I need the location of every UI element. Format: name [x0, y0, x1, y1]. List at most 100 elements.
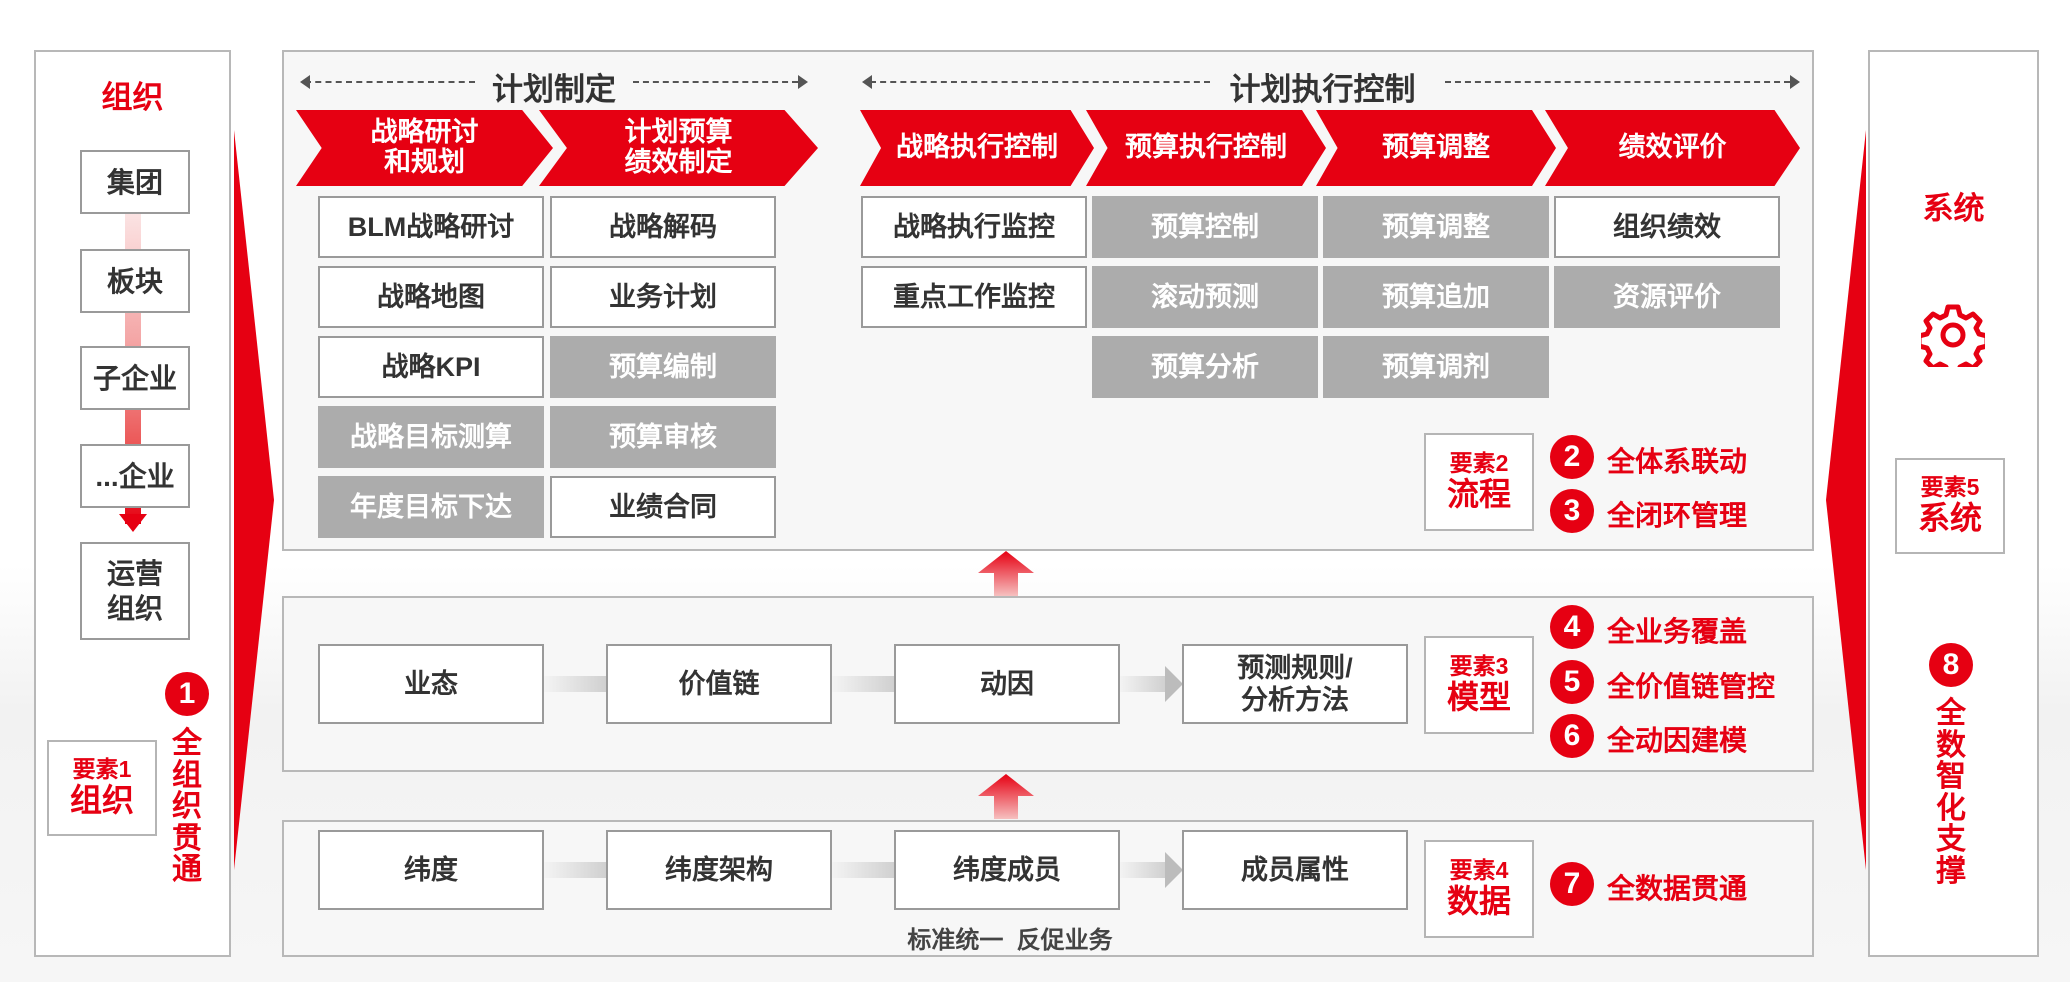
- stage-performance-evaluation-label: 绩效评价: [1618, 132, 1727, 163]
- data-connector-2: [832, 862, 896, 878]
- process-box-budget-analysis: 预算分析: [1092, 336, 1318, 398]
- element-3-label: 要素3: [1449, 652, 1509, 679]
- element-5-label: 要素5: [1920, 473, 1980, 500]
- data-connector-1: [544, 862, 608, 878]
- planning-arrowhead-left: [300, 75, 310, 89]
- system-title: 系统: [1922, 191, 1985, 226]
- org-level-segment: 板块: [80, 249, 190, 313]
- stage-strategy-research: 战略研讨 和规划: [296, 110, 553, 186]
- data-arrowhead-icon: [1165, 852, 1183, 888]
- process-box-org-performance: 组织绩效: [1554, 196, 1780, 258]
- stage-performance-evaluation: 绩效评价: [1545, 110, 1800, 186]
- feature-8-badge: 8: [1929, 643, 1973, 687]
- feature-1-text: 全组织贯通: [172, 727, 202, 886]
- planning-header: 计划制定: [492, 72, 616, 107]
- planning-arrowhead-right: [798, 75, 808, 89]
- feature-4-text: 全业务覆盖: [1607, 616, 1748, 647]
- element-4-label: 要素4: [1449, 856, 1509, 883]
- process-box-strategy-map: 战略地图: [318, 266, 544, 328]
- feature-6-text: 全动因建模: [1607, 725, 1748, 756]
- organization-title: 组织: [101, 80, 164, 115]
- data-connector-3: [1119, 862, 1167, 878]
- model-connector-3: [1119, 676, 1167, 692]
- element-5-name: 系统: [1917, 500, 1982, 537]
- data-box-dimension: 纬度: [318, 830, 544, 910]
- stage-plan-budget: 计划预算 绩效制定: [539, 110, 818, 186]
- up-arrow-icon: [978, 551, 1034, 596]
- stage-plan-budget-label: 计划预算 绩效制定: [624, 117, 733, 177]
- element-2-name: 流程: [1446, 476, 1511, 513]
- process-box-budget-control: 预算控制: [1092, 196, 1318, 258]
- feature-5-badge: 5: [1550, 660, 1594, 704]
- element-3-name: 模型: [1446, 679, 1511, 716]
- model-box-value-chain: 价值链: [606, 644, 832, 724]
- org-level-subsidiary: 子企业: [80, 346, 190, 410]
- planning-arrow-left: [305, 81, 475, 83]
- element-3-box: 要素3 模型: [1424, 636, 1534, 734]
- element-4-box: 要素4 数据: [1424, 840, 1534, 938]
- stage-budget-adjustment-label: 预算调整: [1382, 132, 1490, 163]
- feature-4-badge: 4: [1550, 605, 1594, 649]
- up-arrow-icon: [978, 774, 1034, 819]
- execution-arrowhead-right: [1790, 75, 1800, 89]
- process-box-budget-add: 预算追加: [1323, 266, 1549, 328]
- element-2-box: 要素2 流程: [1424, 433, 1534, 531]
- feature-6-badge: 6: [1550, 714, 1594, 758]
- planning-arrow-right: [633, 81, 798, 83]
- org-down-arrow-icon: [119, 514, 147, 532]
- gear-icon: [1921, 304, 1985, 367]
- process-box-annual-target: 年度目标下达: [318, 476, 544, 538]
- feature-2-text: 全体系联动: [1607, 446, 1748, 477]
- model-box-business-format: 业态: [318, 644, 544, 724]
- process-box-strategy-decode: 战略解码: [550, 196, 776, 258]
- process-box-budget-transfer: 预算调剂: [1323, 336, 1549, 398]
- execution-arrowhead-left: [862, 75, 872, 89]
- process-box-business-plan: 业务计划: [550, 266, 776, 328]
- model-arrowhead-icon: [1165, 666, 1183, 702]
- process-box-blm-strategy: BLM战略研讨: [318, 196, 544, 258]
- org-level-operating-unit-label: 运营 组织: [106, 558, 163, 624]
- execution-arrow-right: [1445, 81, 1790, 83]
- data-box-dimension-architecture: 纬度架构: [606, 830, 832, 910]
- feature-8-text: 全数智化支撑: [1936, 697, 1966, 888]
- execution-arrow-left: [870, 81, 1210, 83]
- org-level-group: 集团: [80, 150, 190, 214]
- process-box-resource-evaluation: 资源评价: [1554, 266, 1780, 328]
- feature-7-text: 全数据贯通: [1607, 873, 1748, 904]
- stage-strategy-execution: 战略执行控制: [860, 110, 1094, 186]
- org-level-operating-unit: 运营 组织: [80, 542, 190, 640]
- model-connector-2: [832, 676, 896, 692]
- element-2-label: 要素2: [1449, 449, 1509, 476]
- process-box-budget-compile: 预算编制: [550, 336, 776, 398]
- process-box-performance-contract: 业绩合同: [550, 476, 776, 538]
- element-1-name: 组织: [69, 782, 134, 819]
- process-box-strategy-monitor: 战略执行监控: [861, 196, 1087, 258]
- model-box-forecast-rules: 预测规则/ 分析方法: [1182, 644, 1408, 724]
- model-box-driver: 动因: [894, 644, 1120, 724]
- feature-5-text: 全价值链管控: [1607, 671, 1776, 702]
- process-box-strategy-target-calc: 战略目标测算: [318, 406, 544, 468]
- feature-3-text: 全闭环管理: [1607, 500, 1748, 531]
- stage-budget-execution-label: 预算执行控制: [1125, 132, 1287, 163]
- process-box-strategy-kpi: 战略KPI: [318, 336, 544, 398]
- feature-1-badge: 1: [165, 672, 209, 716]
- stage-budget-adjustment: 预算调整: [1316, 110, 1556, 186]
- element-1-box: 要素1 组织: [47, 740, 157, 836]
- stage-budget-execution: 预算执行控制: [1086, 110, 1326, 186]
- right-red-wedge: [1826, 130, 1866, 870]
- data-box-member-attribute: 成员属性: [1182, 830, 1408, 910]
- execution-header: 计划执行控制: [1229, 72, 1416, 107]
- feature-2-badge: 2: [1550, 435, 1594, 479]
- process-box-rolling-forecast: 滚动预测: [1092, 266, 1318, 328]
- model-box-forecast-rules-label: 预测规则/ 分析方法: [1237, 652, 1353, 715]
- stage-strategy-research-label: 战略研讨 和规划: [370, 117, 479, 177]
- feature-3-badge: 3: [1550, 489, 1594, 533]
- process-box-budget-adjust: 预算调整: [1323, 196, 1549, 258]
- element-4-name: 数据: [1446, 883, 1511, 920]
- process-box-budget-review: 预算审核: [550, 406, 776, 468]
- data-caption: 标准统一 反促业务: [907, 927, 1113, 954]
- element-5-box: 要素5 系统: [1895, 458, 2005, 554]
- left-red-wedge: [234, 130, 274, 870]
- process-box-key-work-monitor: 重点工作监控: [861, 266, 1087, 328]
- org-level-enterprise: ...企业: [80, 444, 190, 508]
